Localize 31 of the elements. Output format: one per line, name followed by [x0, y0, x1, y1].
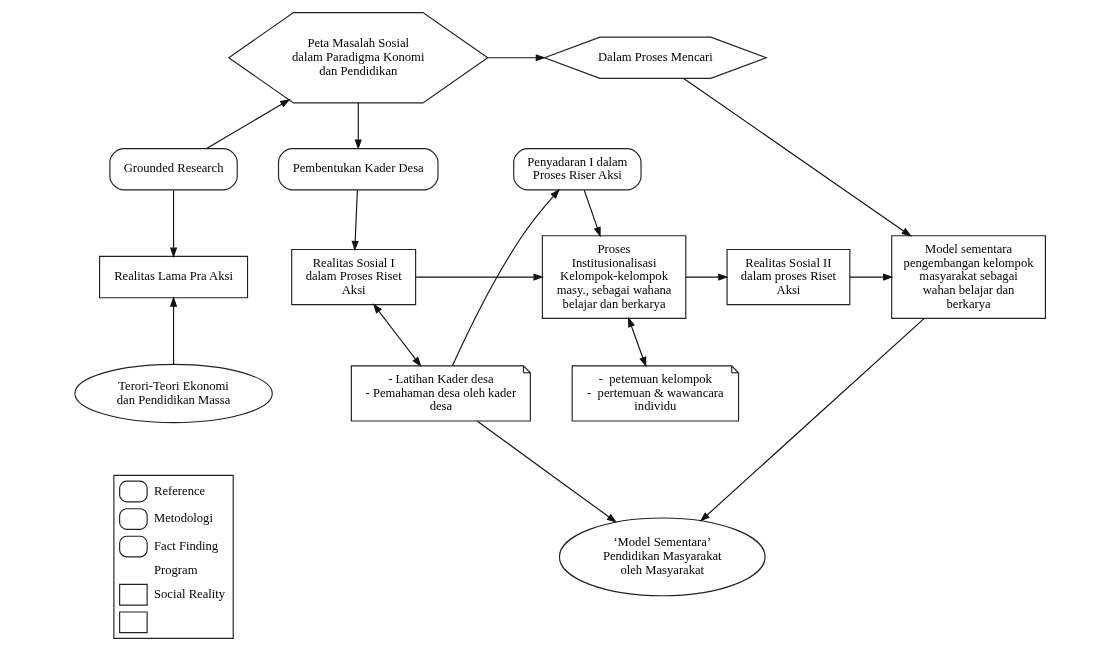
arrow [354, 102, 362, 150]
node-ellipse: Terori-Teori Ekonomi dan Pendidikan Massa [74, 363, 273, 424]
arrow [849, 273, 894, 281]
legend-label: Social Reality [154, 586, 226, 601]
node-box: Realitas Sosial I dalam Proses Riset Aksi [291, 248, 417, 306]
arrow [415, 273, 544, 281]
arrow [683, 77, 912, 237]
arrow [206, 98, 291, 149]
node-box: Realitas Sosial II dalam proses Riset Aksi [726, 248, 851, 306]
node-box: Pembentukan Kader Desa [277, 148, 439, 191]
node-box: Grounded Research [109, 148, 238, 191]
node-box: Penyadaran I dalam Proses Riser Aksi [513, 148, 642, 191]
arrow [372, 303, 422, 367]
node-box: Proses Institusionalisasi Kelompok-kelompok masy., sebagai wahana belajar dan berkarya [541, 235, 687, 319]
node-ellipse: ‘Model Sementara’ Pendidikan Masyarakat oleh Masyarakat [558, 517, 766, 597]
node-box: Model sementara pengembangan kelompok masyarakat sebagai wahan belajar dan berkarya [891, 235, 1046, 319]
arrow [583, 189, 601, 238]
arrow [351, 189, 359, 252]
legend-label: Reference [154, 483, 206, 498]
arrow [628, 316, 647, 368]
arrow [169, 189, 178, 258]
arrow [169, 296, 178, 365]
arrow [451, 188, 560, 367]
arrow [699, 318, 925, 522]
node-box: Realitas Lama Pra Aksi [99, 255, 249, 299]
legend-label: Program [154, 562, 198, 577]
arrow [685, 273, 729, 281]
legend-label: Metodologi [154, 511, 213, 526]
arrow [487, 54, 547, 62]
arrow [476, 420, 618, 523]
legend-label: Fact Finding [154, 538, 219, 553]
